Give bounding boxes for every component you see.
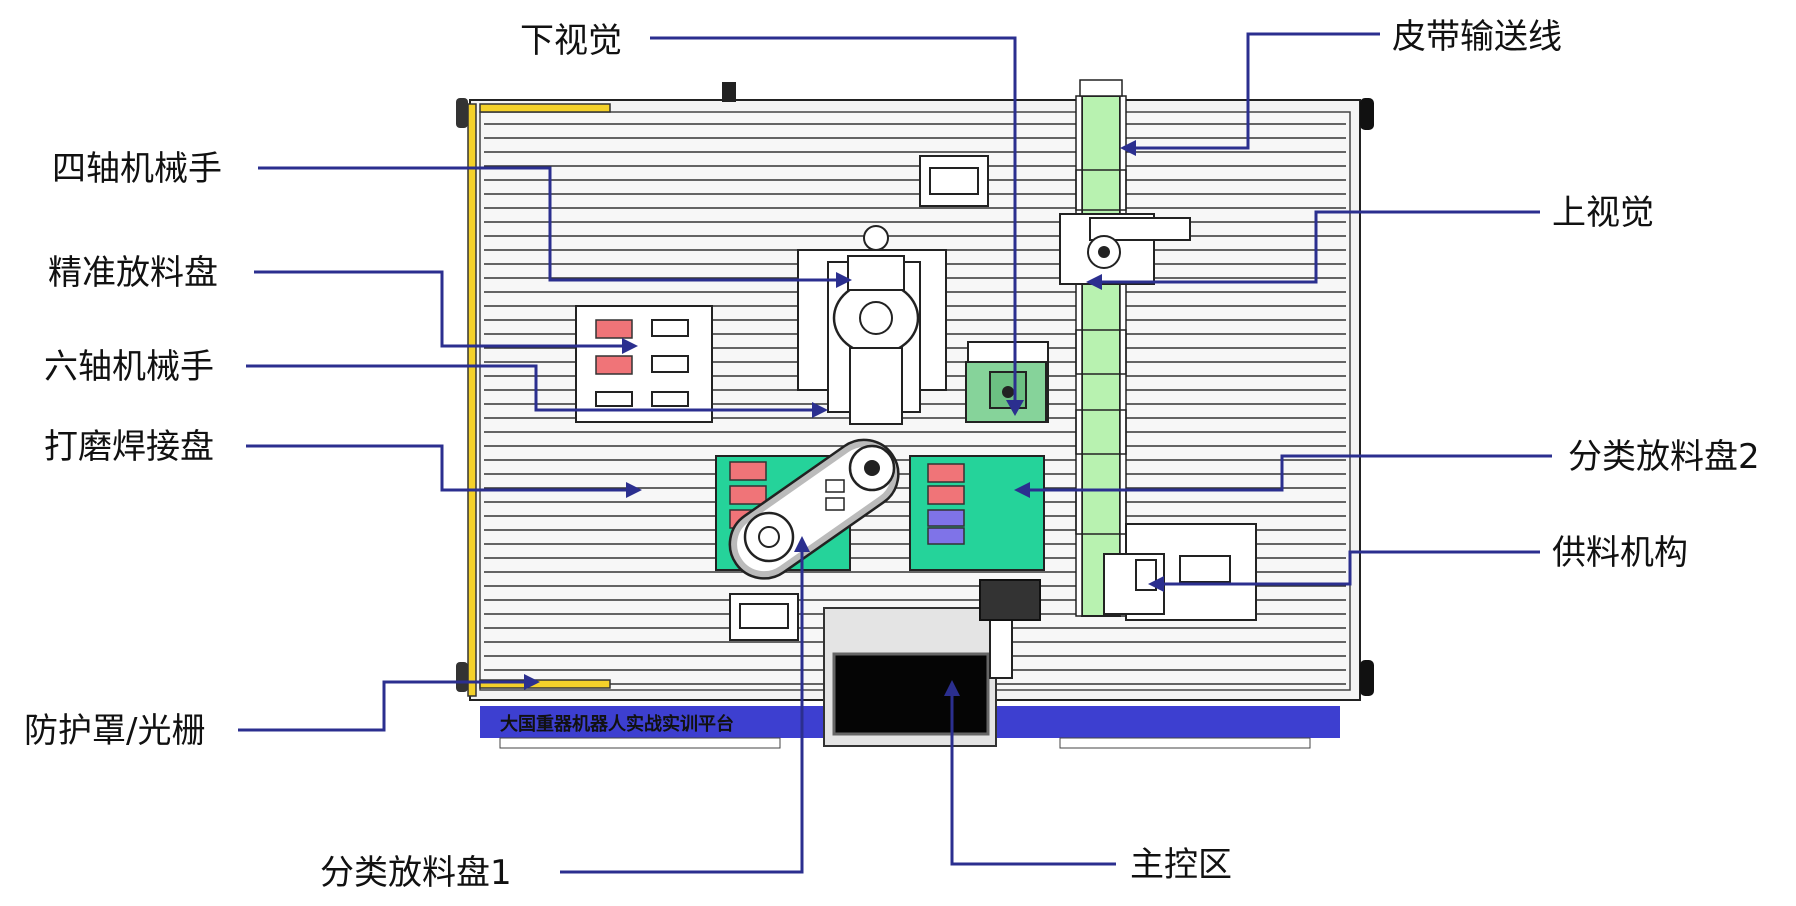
arrow-six-axis-robot: [812, 402, 828, 418]
light-curtain-left: [467, 103, 477, 697]
main-control-unit: [823, 579, 1041, 747]
feeding-mechanism-unit: [1103, 523, 1257, 621]
leader-upper-vision: [1090, 210, 1540, 284]
six-axis-robot: [728, 438, 900, 580]
leader-six-axis-robot: [246, 364, 822, 412]
label-feeding-mechanism: 供料机构: [1552, 533, 1688, 573]
light-curtain-top: [479, 103, 611, 113]
label-six-axis-robot: 六轴机械手: [44, 347, 214, 387]
leader-sorting-tray-1: [560, 540, 804, 874]
label-main-control: 主控区: [1130, 845, 1232, 885]
banner-text: 大国重器机器人实战实训平台: [500, 713, 734, 735]
arrow-sorting-tray-2: [1014, 482, 1030, 498]
wheel-bottom-right: [1360, 660, 1374, 696]
leader-belt-conveyor: [1124, 32, 1380, 150]
wheel-bottom-left: [456, 662, 468, 692]
leader-main-control: [950, 684, 1116, 866]
left-small-panel: [729, 593, 799, 641]
top-window: [919, 155, 989, 207]
arrow-feeding-mechanism: [1148, 576, 1164, 592]
label-sorting-tray-2: 分类放料盘2: [1568, 437, 1760, 477]
leader-feeding-mechanism: [1152, 550, 1540, 586]
four-axis-robot: [797, 225, 947, 425]
label-sorting-tray-1: 分类放料盘1: [320, 853, 512, 893]
arrow-grinding-welding-tray: [626, 482, 642, 498]
arrow-sorting-tray-1: [794, 536, 810, 552]
label-guard-light-curtain: 防护罩/光栅: [24, 711, 205, 751]
leader-lower-vision: [650, 36, 1017, 412]
label-belt-conveyor: 皮带输送线: [1392, 17, 1562, 57]
precision-tray: [575, 305, 713, 423]
arrow-four-axis-robot: [836, 272, 852, 288]
label-four-axis-robot: 四轴机械手: [52, 149, 222, 189]
arrow-upper-vision: [1086, 274, 1102, 290]
leader-sorting-tray-2: [1018, 454, 1552, 492]
belt-conveyor: [1075, 79, 1127, 617]
label-grinding-welding-tray: 打磨焊接盘: [44, 427, 214, 467]
lower-vision-unit: [965, 341, 1049, 423]
upper-vision-unit: [1059, 213, 1191, 285]
light-curtain-bottom: [479, 679, 611, 689]
wheel-top-right: [1360, 98, 1374, 130]
label-lower-vision: 下视觉: [520, 21, 622, 61]
leader-guard-light-curtain: [238, 680, 534, 732]
label-precision-tray: 精准放料盘: [48, 253, 218, 293]
hmi-screen: [832, 652, 990, 736]
wheel-top-left: [456, 98, 468, 128]
arrow-belt-conveyor: [1120, 140, 1136, 156]
arrow-precision-tray: [622, 338, 638, 354]
top-knob: [722, 82, 736, 102]
leader-lines: [238, 32, 1552, 874]
arrow-guard-light-curtain: [524, 674, 540, 690]
sorting-tray-2-unit: [909, 455, 1045, 571]
arrow-main-control: [944, 680, 960, 696]
arrow-lower-vision: [1006, 400, 1024, 416]
leader-four-axis-robot: [258, 166, 846, 282]
callout-labels: 下视觉 皮带输送线 四轴机械手 上视觉 精准放料盘 六轴机械手 打磨焊接盘 分类…: [24, 17, 1760, 893]
label-upper-vision: 上视觉: [1552, 193, 1654, 233]
leader-precision-tray: [254, 270, 632, 348]
leader-grinding-welding-tray: [246, 444, 636, 492]
arrowheads: [524, 140, 1164, 696]
